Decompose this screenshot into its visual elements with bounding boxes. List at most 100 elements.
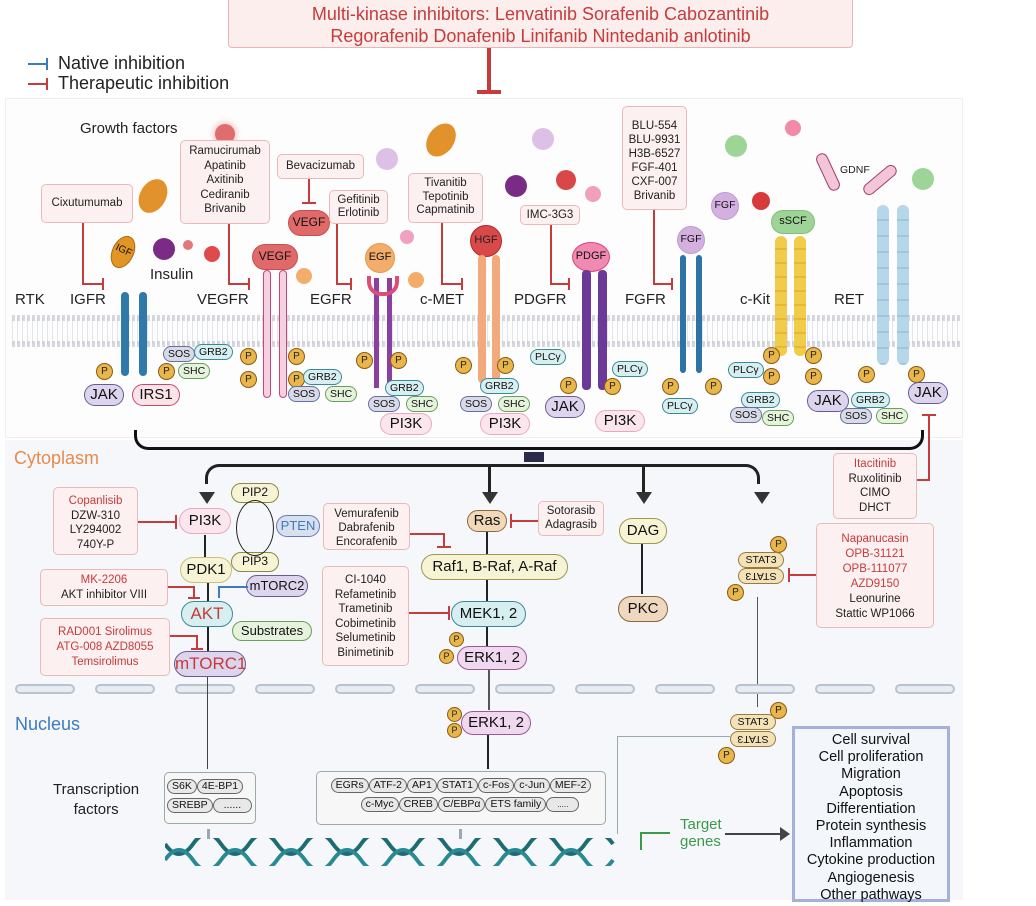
mtorc1-inhibit-bar [191,648,203,650]
jak-inhibit-line [917,479,930,481]
tf-atf2: ATF-2 [368,778,407,793]
igfr-inhibit-bar [102,278,104,290]
drug-box-vegf: Bevacizumab [277,154,364,179]
sos: SOS [730,407,763,423]
pdgfr-receptor-chain [598,270,607,390]
grb2: GRB2 [480,378,519,394]
node-pkc: PKC [618,596,668,622]
ligand-sscf: sSCF [771,210,815,234]
multikinase-inhibitors-box: Multi-kinase inhibitors: Lenvatinib Sora… [228,0,853,48]
dag-to-pkc-arrow [641,544,643,594]
phospho-p: P [240,371,257,388]
jak-pdgfr: JAK [545,396,585,418]
phospho-p: P [447,723,462,738]
receptor-fgfr: FGFR [625,291,666,308]
phospho-p: P [705,378,722,395]
pip-cycle-arrows [236,500,274,556]
shc: SHC [178,363,211,379]
node-erk-nucleus: ERK1, 2 [461,711,531,735]
ligand-ball-icon [912,168,934,190]
node-ras: Ras [467,510,507,532]
ras-to-raf-arrow [486,532,488,554]
receptor-ret: RET [834,291,864,308]
plcg: PLCγ [530,349,566,365]
raf-inhibit-line [410,533,445,535]
ligand-gdnf: GDNF [840,164,870,176]
vegf-inhibit-bar [302,202,316,204]
ligand-ball-icon [153,238,175,260]
arrowhead-icon [636,492,652,512]
ligand-egf: EGF [365,243,395,273]
node-dag: DAG [619,518,667,544]
shc: SHC [762,410,795,426]
phospho-p: P [770,536,787,553]
pdgfr-inhibit-line [550,225,552,285]
dag-branch-arrow [642,464,645,494]
vegf-inhibit-line [308,179,310,203]
node-pten: PTEN [276,515,320,537]
transcription-start-arrow-icon [640,832,670,850]
cmet-inhibit-line [441,223,443,285]
ligand-ball-icon [204,246,220,262]
outcome: Migration [841,766,901,783]
drug-box-pdgfr: IMC-3G3 [520,205,580,225]
nuclear-envelope-pore [895,684,955,694]
ligand-ball-icon [408,272,424,288]
pi3k-inhibit-bar [175,515,177,529]
sos: SOS [368,396,401,412]
node-erk-cytoplasm: ERK1, 2 [457,646,527,670]
insulin-label: Insulin [150,266,194,283]
phospho-p: P [718,747,735,764]
nuclear-envelope-pore [175,684,235,694]
ligand-ball-icon [183,240,193,250]
mek-inhibit-line [409,612,450,614]
ligand-ball-icon [556,170,576,190]
phospho-p: P [662,378,679,395]
fgfr-inhibit-line [653,210,655,285]
multikinase-inhibit-line [487,48,491,92]
receptor-egfr: EGFR [310,291,352,308]
node-stat3-nucleus-dimer: STAT3 [730,731,776,747]
phospho-p: P [449,632,464,647]
nuclear-envelope-pore [735,684,795,694]
node-akt: AKT [181,601,233,627]
ret-receptor-chain [877,205,889,365]
outcome: Angiogenesis [827,869,915,886]
outcome: Cytokine production [806,852,936,869]
jak-igfr: JAK [84,384,124,406]
node-pi3k: PI3K [179,508,231,534]
phospho-p: P [805,347,822,364]
tf-s6k: S6K [167,779,197,794]
receptor-cmet: c-MET [420,291,465,308]
tf-cebpa: C/EBPα [437,797,486,812]
grb2: GRB2 [194,344,233,360]
pi3k-inhibit-line [138,521,176,523]
membrane-inner-leaflet [12,341,962,347]
phospho-p: P [727,584,744,601]
receptor-vegfr: VEGFR [197,291,249,308]
igfr-inhibit-line [82,283,104,285]
phospho-p: P [447,707,462,722]
cytoplasm-label: Cytoplasm [14,448,100,468]
ras-inhibit-bar [510,514,512,528]
stat3-inhibit-bar [788,568,790,582]
ligand-ball-icon [376,148,398,170]
ligand-vegf-free: VEGF [288,210,330,236]
legend-native: Native inhibition [28,53,229,73]
tf-to-dna-arrow [459,829,462,839]
ligand-ball-icon [585,186,601,202]
egfr-inhibit-bar [350,278,352,290]
fgfr-inhibit-bar [671,278,673,290]
phospho-p: P [604,378,621,395]
jak-inhibit-bar [922,414,936,416]
outcomes-box: Cell survival Cell proliferation Migrati… [792,726,950,903]
mtorc2-native-inhibit-line [218,586,248,598]
igfr-inhibit-line [82,223,84,285]
ret-receptor-chain [897,205,909,365]
